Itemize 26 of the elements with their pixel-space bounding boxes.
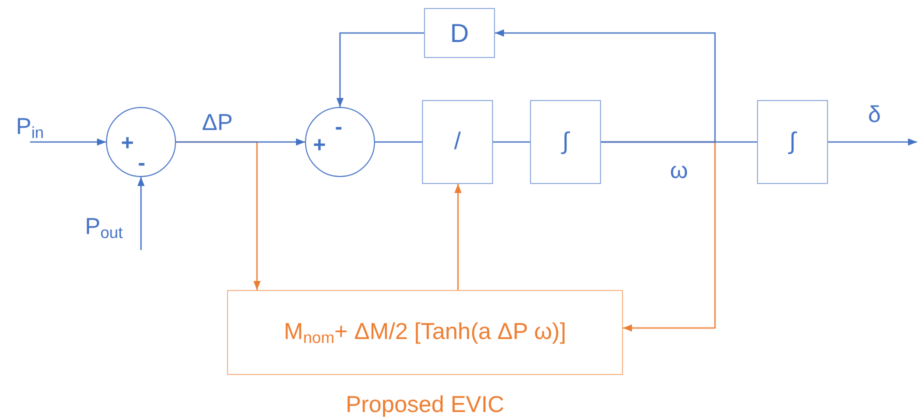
arrow [828, 138, 917, 146]
arrow [336, 32, 424, 107]
sign-label: - [335, 116, 342, 138]
arrow [30, 138, 106, 146]
signal-label: P$_{out}$ [83, 212, 141, 252]
block-label: / [454, 130, 461, 154]
block-caption: Proposed EVIC [346, 393, 504, 416]
block-label: ∫ [789, 130, 796, 154]
block-label: D [450, 20, 469, 46]
arrow [176, 138, 305, 146]
block-box [227, 290, 623, 375]
block-box [530, 100, 601, 184]
signal-label: P$_{in}$ [14, 112, 54, 142]
sign-label: + [313, 134, 326, 156]
block-label: ∫ [562, 130, 569, 154]
block-label: M$_{nom}$+ ΔM/2 [Tanh(a ΔP ω)] [284, 319, 566, 346]
summing-junction [305, 107, 375, 177]
arrow [454, 184, 462, 290]
block-box [422, 100, 493, 184]
block-box [424, 8, 495, 58]
arrow [137, 177, 145, 250]
sign-label: + [121, 132, 134, 154]
block-box [757, 100, 828, 184]
sign-label: - [138, 152, 146, 174]
arrow [495, 29, 716, 143]
summing-junction [106, 107, 176, 177]
